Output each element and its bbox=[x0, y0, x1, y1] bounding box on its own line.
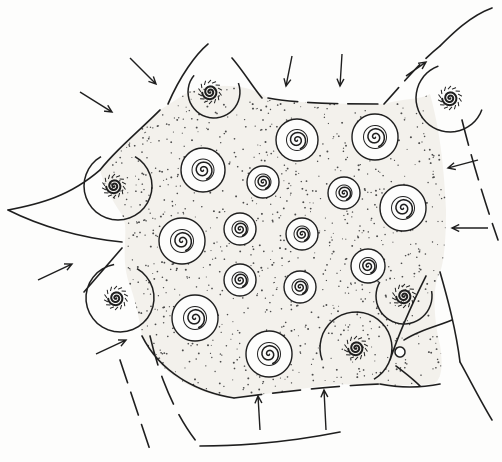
vortex-icon bbox=[395, 347, 405, 357]
spiral-icon bbox=[172, 295, 218, 341]
spiral-icon bbox=[284, 271, 316, 303]
spiral-icon bbox=[181, 148, 225, 192]
spiral-icon bbox=[224, 264, 256, 296]
spiral-icon bbox=[247, 166, 279, 198]
spiral-icon bbox=[276, 119, 318, 161]
spiral-icon bbox=[352, 114, 398, 160]
spiral-icon bbox=[380, 185, 426, 231]
spiral-icon bbox=[351, 249, 385, 283]
spiral-icon bbox=[224, 213, 256, 245]
spiral-icon bbox=[159, 218, 205, 264]
spiral-icon bbox=[328, 177, 360, 209]
spiral-icon bbox=[286, 218, 318, 250]
spiral-icon bbox=[246, 331, 292, 377]
